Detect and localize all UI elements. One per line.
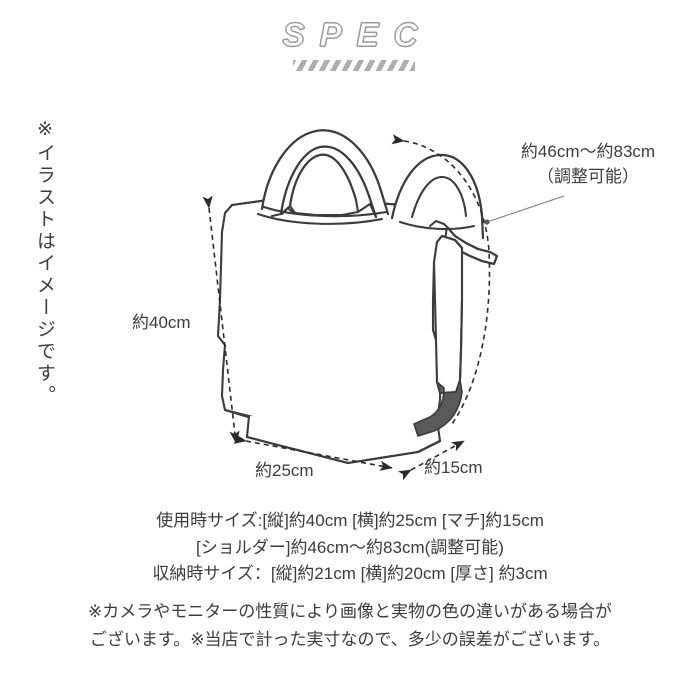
title-hatch-divider <box>293 60 415 71</box>
callout-leader-line <box>484 195 565 225</box>
spec-line-in-use: 使用時サイズ:[縦]約40cm [横]約25cm [マチ]約15cm <box>156 511 544 530</box>
shoulder-length-note: （調整可能） <box>537 166 639 186</box>
shoulder-length-arc <box>391 134 491 425</box>
shoulder-length-value: 約46cm〜約83cm <box>520 142 656 161</box>
illustration-note: ※イラストはイメージです。 <box>33 118 55 407</box>
dimension-arrows <box>202 195 465 481</box>
spec-text-block: 使用時サイズ:[縦]約40cm [横]約25cm [マチ]約15cm [ショルダ… <box>0 508 700 588</box>
label-depth: 約15cm <box>424 458 483 477</box>
label-width: 約25cm <box>255 461 314 480</box>
spec-line-shoulder: [ショルダー]約46cm〜約83cm(調整可能) <box>196 537 504 557</box>
spec-line-folded: 収納時サイズ：[縦]約21cm [横]約20cm [厚さ] 約3cm <box>152 564 548 584</box>
page-title: SPEC <box>282 16 433 53</box>
page-title-block: SPEC <box>0 16 700 53</box>
disclaimer-block: ※カメラやモニターの性質により画像と実物の色の違いがある場合が ございます。※当… <box>0 598 700 653</box>
label-height: 約40cm <box>132 313 191 332</box>
disclaimer-line-1: ※カメラやモニターの性質により画像と実物の色の違いがある場合が <box>88 602 612 621</box>
height-arrow <box>202 195 240 444</box>
disclaimer-line-2: ございます。※当店で計った実寸なので、多少の誤差がございます。 <box>89 629 611 649</box>
callout-shoulder-length: 約46cm〜約83cm （調整可能） <box>488 140 688 189</box>
